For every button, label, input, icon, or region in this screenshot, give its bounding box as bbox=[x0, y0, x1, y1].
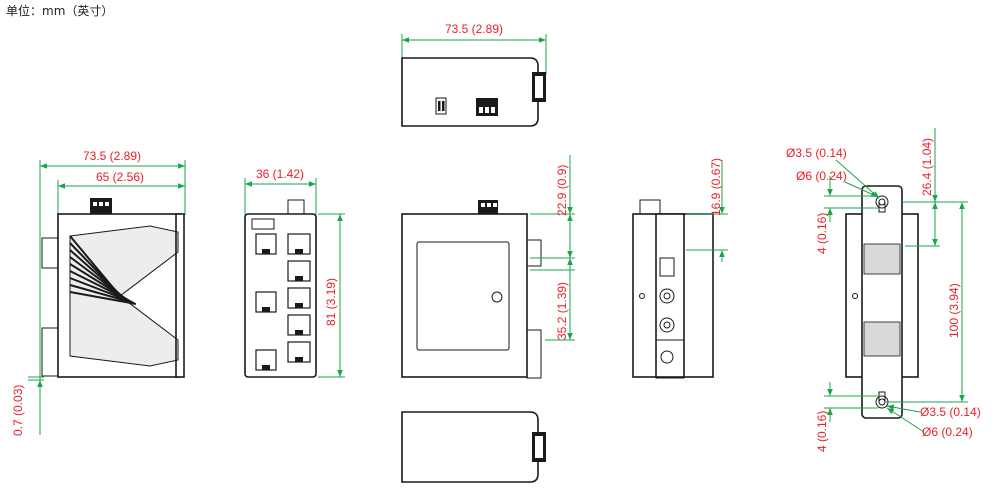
dim-panel-top-distance: 26.4 (1.04) bbox=[920, 138, 934, 196]
rear-view: 16.9 (0.67) bbox=[632, 158, 728, 379]
bottom-view bbox=[401, 411, 546, 483]
dim-top-view-width: 73.5 (2.89) bbox=[445, 22, 503, 36]
heatsink-fin bbox=[69, 263, 129, 301]
heatsink-fin bbox=[69, 284, 135, 304]
heatsink-fin bbox=[69, 291, 137, 305]
dim-panel-hole-pitch: 100 (3.94) bbox=[947, 283, 961, 338]
heatsink-fin bbox=[69, 277, 133, 303]
dim-hole-top-large: Ø6 (0.24) bbox=[796, 169, 847, 183]
dim-hole-bottom-large: Ø6 (0.24) bbox=[922, 425, 973, 439]
dim-side-rail-height: 35.2 (1.39) bbox=[555, 282, 569, 340]
dim-hole-bottom-small: Ø3.5 (0.14) bbox=[920, 405, 981, 419]
top-view: 73.5 (2.89) bbox=[401, 22, 547, 127]
dim-left-din-offset: 0.7 (0.03) bbox=[11, 385, 25, 436]
dim-hole-top-depth: 4 (0.16) bbox=[815, 213, 829, 254]
dim-side-top-offset: 22.9 (0.9) bbox=[555, 165, 569, 216]
unit-label: 单位：mm（英寸） bbox=[6, 4, 114, 18]
dim-front-width: 36 (1.42) bbox=[256, 167, 304, 181]
left-side-view: 73.5 (2.89) 65 (2.56) 0.7 (0.03) bbox=[11, 149, 186, 436]
dim-front-height: 81 (3.19) bbox=[324, 278, 338, 326]
dim-hole-top-small: Ø3.5 (0.14) bbox=[786, 146, 847, 160]
heatsink-fin bbox=[69, 270, 131, 302]
front-view: 36 (1.42) 81 (3.19) bbox=[244, 167, 345, 378]
dim-left-overall-width: 73.5 (2.89) bbox=[83, 149, 141, 163]
panel-mount-view: 26.4 (1.04) 100 (3.94) Ø3.5 (0.14) Ø6 (0… bbox=[786, 128, 981, 452]
right-side-view: 22.9 (0.9) 35.2 (1.39) bbox=[401, 155, 575, 379]
dim-clip-offset: 16.9 (0.67) bbox=[709, 158, 723, 216]
dim-hole-bottom-depth: 4 (0.16) bbox=[815, 411, 829, 452]
dim-left-body-width: 65 (2.56) bbox=[96, 170, 144, 184]
